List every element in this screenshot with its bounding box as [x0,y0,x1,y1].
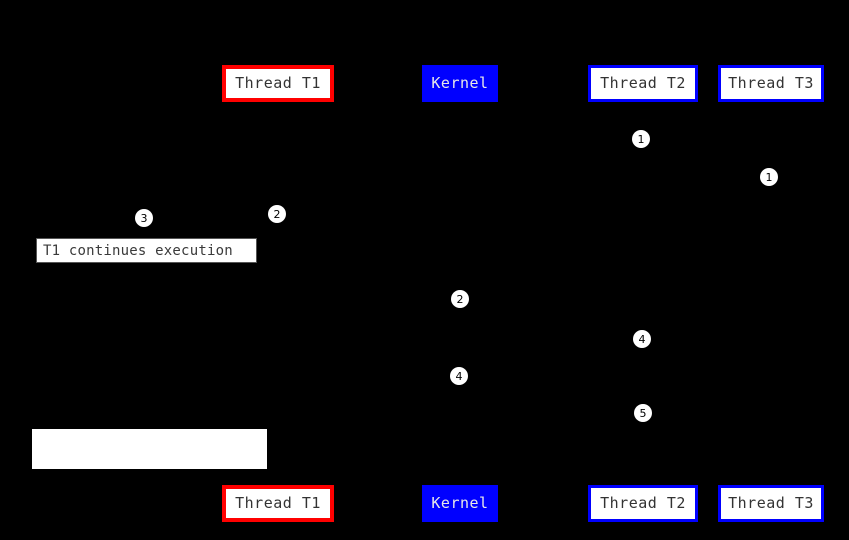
participant-thread-t3-top[interactable]: Thread T3 [718,65,824,102]
step-marker-t3-1: 1 [760,168,778,186]
step-marker-number: 5 [639,406,647,420]
participant-label: Thread T2 [600,494,686,512]
participant-thread-t2-top[interactable]: Thread T2 [588,65,698,102]
lifeline-thread-t2 [643,102,644,485]
participant-label: Thread T2 [600,74,686,92]
participant-label: Thread T1 [235,74,321,92]
participant-label: Thread T3 [728,494,814,512]
note-text: T1 continues execution [43,242,233,259]
step-marker-kernel-2: 2 [451,290,469,308]
participant-label: Thread T3 [728,74,814,92]
step-marker-number: 3 [140,211,148,225]
step-marker-t2-4: 4 [633,330,651,348]
participant-thread-t3-bottom[interactable]: Thread T3 [718,485,824,522]
participant-label: Thread T1 [235,494,321,512]
note-blank-box [32,429,267,469]
participant-kernel-bottom[interactable]: Kernel [422,485,498,522]
lifeline-thread-t1 [278,102,279,485]
step-marker-number: 4 [455,369,463,383]
participant-thread-t1-top[interactable]: Thread T1 [222,65,334,102]
step-marker-number: 2 [456,292,464,306]
step-marker-number: 1 [765,170,773,184]
step-marker-t1-3: 3 [135,209,153,227]
step-marker-number: 2 [273,207,281,221]
lifeline-thread-t3 [771,102,772,485]
note-t1-continues-execution: T1 continues execution [36,238,257,263]
step-marker-kernel-4: 4 [450,367,468,385]
step-marker-t2-1: 1 [632,130,650,148]
step-marker-number: 1 [637,132,645,146]
participant-kernel-top[interactable]: Kernel [422,65,498,102]
step-marker-number: 4 [638,332,646,346]
step-marker-t2-5: 5 [634,404,652,422]
participant-label: Kernel [431,74,489,92]
participant-label: Kernel [431,494,489,512]
step-marker-t1-2: 2 [268,205,286,223]
participant-thread-t1-bottom[interactable]: Thread T1 [222,485,334,522]
participant-thread-t2-bottom[interactable]: Thread T2 [588,485,698,522]
